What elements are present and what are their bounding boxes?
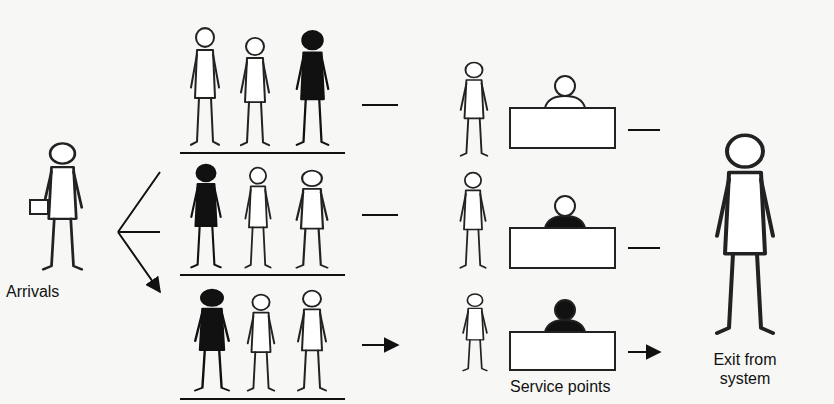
exit-arrows	[628, 130, 660, 352]
served-person	[463, 294, 487, 371]
waiting-person	[191, 165, 220, 268]
waiting-person	[245, 168, 270, 268]
service-desk	[510, 76, 615, 148]
waiting-person	[248, 295, 275, 391]
served-person	[461, 63, 488, 156]
arriving-person	[43, 143, 82, 269]
served-person	[460, 173, 485, 268]
waiting-person	[191, 28, 219, 145]
flow-arrows	[362, 105, 398, 345]
queue-line	[180, 398, 345, 400]
exiting-person	[717, 135, 773, 333]
briefcase	[30, 200, 48, 214]
arrival-split-arrows	[118, 172, 160, 292]
waiting-person	[195, 290, 229, 391]
queue-line	[180, 274, 345, 276]
service-desk	[510, 196, 615, 268]
service-desk	[510, 300, 615, 370]
diagram-label: Exit from system	[690, 350, 800, 388]
waiting-person	[297, 31, 329, 145]
waiting-person	[298, 291, 326, 391]
waiting-person	[297, 171, 328, 268]
diagram-label: Arrivals	[6, 282, 59, 301]
diagram-label: Service points	[510, 377, 611, 396]
waiting-person	[241, 38, 269, 145]
queue-line	[180, 152, 345, 154]
